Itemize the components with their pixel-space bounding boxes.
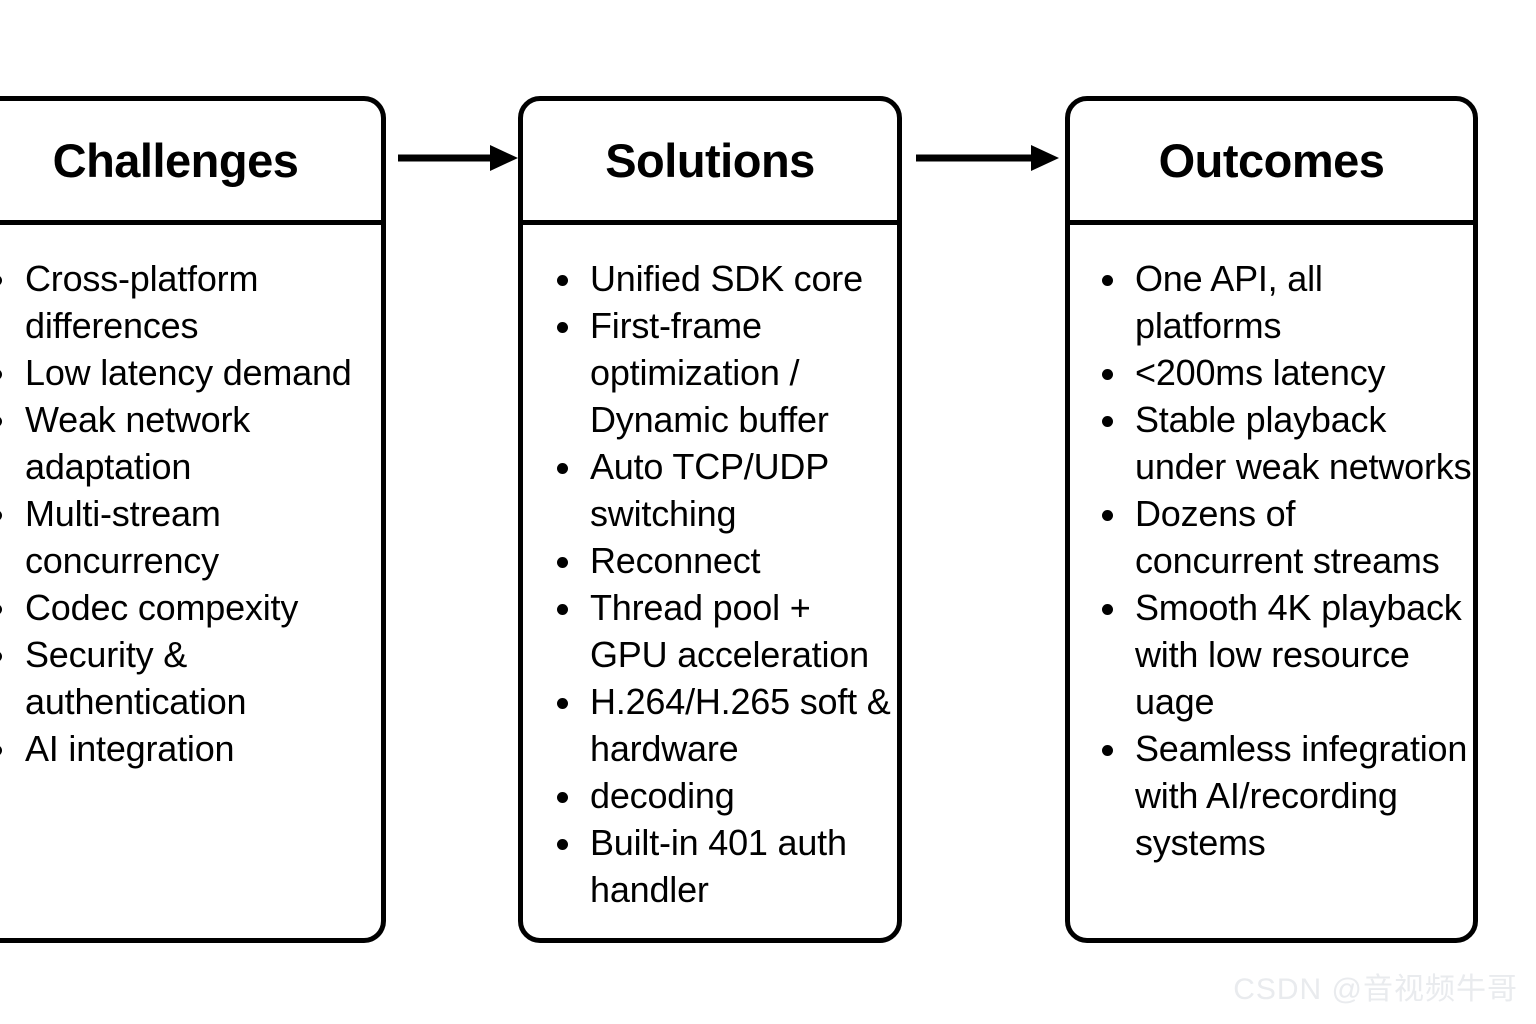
stage-title-outcomes: Outcomes [1158,134,1385,187]
bullet-list-challenges: Cross-platform differences Low latency d… [0,255,381,772]
list-item: H.264/H.265 soft & hardware [523,678,897,772]
stage-box-solutions[interactable]: Solutions Unified SDK core First-frame o… [518,96,902,943]
stage-header-solutions: Solutions [523,101,897,225]
stage-title-challenges: Challenges [52,134,299,187]
list-item: Thread pool + GPU acceleration [523,584,897,678]
right-arrow-icon [398,145,518,171]
list-item: Stable playback under weak networks [1070,396,1473,490]
watermark: CSDN @音视频牛哥 [1233,973,1518,1006]
stage-body-challenges: Cross-platform differences Low latency d… [0,225,381,938]
list-item: Multi-stream concurrency [0,490,381,584]
list-item: Weak network adaptation [0,396,381,490]
bullet-list-outcomes: One API, all platforms <200ms latency St… [1070,255,1473,866]
list-item: <200ms latency [1070,349,1473,396]
list-item: First-frame optimization / Dynamic buffe… [523,302,897,443]
list-item: Built-in 401 auth handler [523,819,897,913]
list-item: decoding [523,772,897,819]
list-item: Unified SDK core [523,255,897,302]
stage-box-outcomes[interactable]: Outcomes One API, all platforms <200ms l… [1065,96,1478,943]
list-item: Low latency demand [0,349,381,396]
stage-title-solutions: Solutions [605,134,815,187]
right-arrow-icon [916,145,1059,171]
stage-header-outcomes: Outcomes [1070,101,1473,225]
list-item: Dozens of concurrent streams [1070,490,1473,584]
stage-header-challenges: Challenges [0,101,381,225]
list-item: AI integration [0,725,381,772]
bullet-list-solutions: Unified SDK core First-frame optimizatio… [523,255,897,913]
list-item: Security & authentication [0,631,381,725]
list-item: Seamless infegration with AI/recording s… [1070,725,1473,866]
list-item: Reconnect [523,537,897,584]
stage-body-outcomes: One API, all platforms <200ms latency St… [1070,225,1473,938]
stage-box-challenges[interactable]: Challenges Cross-platform differences Lo… [0,96,386,943]
stage-body-solutions: Unified SDK core First-frame optimizatio… [523,225,897,938]
list-item: Smooth 4K playback with low resource uag… [1070,584,1473,725]
list-item: Auto TCP/UDP switching [523,443,897,537]
list-item: One API, all platforms [1070,255,1473,349]
list-item: Cross-platform differences [0,255,381,349]
list-item: Codec compexity [0,584,381,631]
